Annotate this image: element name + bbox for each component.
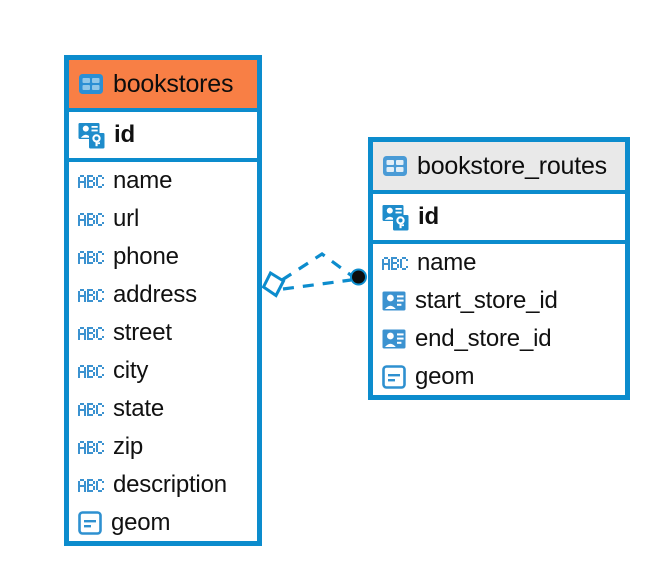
relationship-line-lower [282, 278, 352, 291]
field-row-id[interactable]: id [69, 112, 257, 158]
geometry-icon [78, 511, 102, 535]
field-list-bookstores: name url [69, 162, 257, 542]
field-row-geom[interactable]: geom [373, 358, 625, 396]
filled-circle-marker [350, 268, 367, 286]
field-row-end-store-id[interactable]: end_store_id [373, 320, 625, 358]
foreign-key-icon [382, 329, 406, 349]
primary-key-icon [78, 122, 105, 148]
field-label-geom: geom [415, 363, 475, 390]
field-label-name: name [113, 167, 173, 194]
field-label-id: id [418, 203, 439, 230]
field-label-geom: geom [111, 509, 171, 536]
field-row-phone[interactable]: phone [69, 238, 257, 276]
field-label-end-store-id: end_store_id [415, 325, 552, 352]
field-row-id[interactable]: id [373, 194, 625, 240]
field-label-phone: phone [113, 243, 179, 270]
field-row-zip[interactable]: zip [69, 428, 257, 466]
table-icon [383, 156, 407, 176]
field-label-address: address [113, 281, 197, 308]
abc-text-icon [78, 402, 104, 416]
entity-bookstore-routes[interactable]: bookstore_routes id [368, 137, 630, 400]
entity-title-bookstore-routes: bookstore_routes [417, 151, 607, 180]
field-label-description: description [113, 471, 227, 498]
diamond-marker [261, 270, 286, 298]
field-label-city: city [113, 357, 149, 384]
field-row-state[interactable]: state [69, 390, 257, 428]
field-label-state: state [113, 395, 165, 422]
field-row-name[interactable]: name [373, 244, 625, 282]
field-row-street[interactable]: street [69, 314, 257, 352]
abc-text-icon [78, 440, 104, 454]
abc-text-icon [382, 256, 408, 270]
header-separator [373, 190, 625, 194]
field-label-street: street [113, 319, 172, 346]
header-separator [69, 108, 257, 112]
field-label-id: id [114, 121, 135, 148]
entity-header-bookstores[interactable]: bookstores [69, 60, 257, 108]
table-icon [79, 74, 103, 94]
abc-text-icon [78, 250, 104, 264]
field-label-start-store-id: start_store_id [415, 287, 558, 314]
primary-key-separator [69, 158, 257, 162]
abc-text-icon [78, 364, 104, 378]
field-list-bookstore-routes: name start_store_id [373, 244, 625, 396]
abc-text-icon [78, 326, 104, 340]
relationship-line-upper [281, 252, 353, 282]
field-row-description[interactable]: description [69, 466, 257, 504]
field-label-zip: zip [113, 433, 144, 460]
field-row-city[interactable]: city [69, 352, 257, 390]
entity-title-bookstores: bookstores [113, 69, 234, 98]
field-row-name[interactable]: name [69, 162, 257, 200]
abc-text-icon [78, 212, 104, 226]
field-row-geom[interactable]: geom [69, 504, 257, 542]
geometry-icon [382, 365, 406, 389]
primary-key-separator [373, 240, 625, 244]
entity-header-bookstore-routes[interactable]: bookstore_routes [373, 142, 625, 190]
foreign-key-icon [382, 291, 406, 311]
field-label-name: name [417, 249, 477, 276]
entity-bookstores[interactable]: bookstores id [64, 55, 262, 546]
abc-text-icon [78, 288, 104, 302]
abc-text-icon [78, 174, 104, 188]
primary-key-icon [382, 204, 409, 230]
abc-text-icon [78, 478, 104, 492]
field-row-url[interactable]: url [69, 200, 257, 238]
field-label-url: url [113, 205, 140, 232]
field-row-start-store-id[interactable]: start_store_id [373, 282, 625, 320]
field-row-address[interactable]: address [69, 276, 257, 314]
